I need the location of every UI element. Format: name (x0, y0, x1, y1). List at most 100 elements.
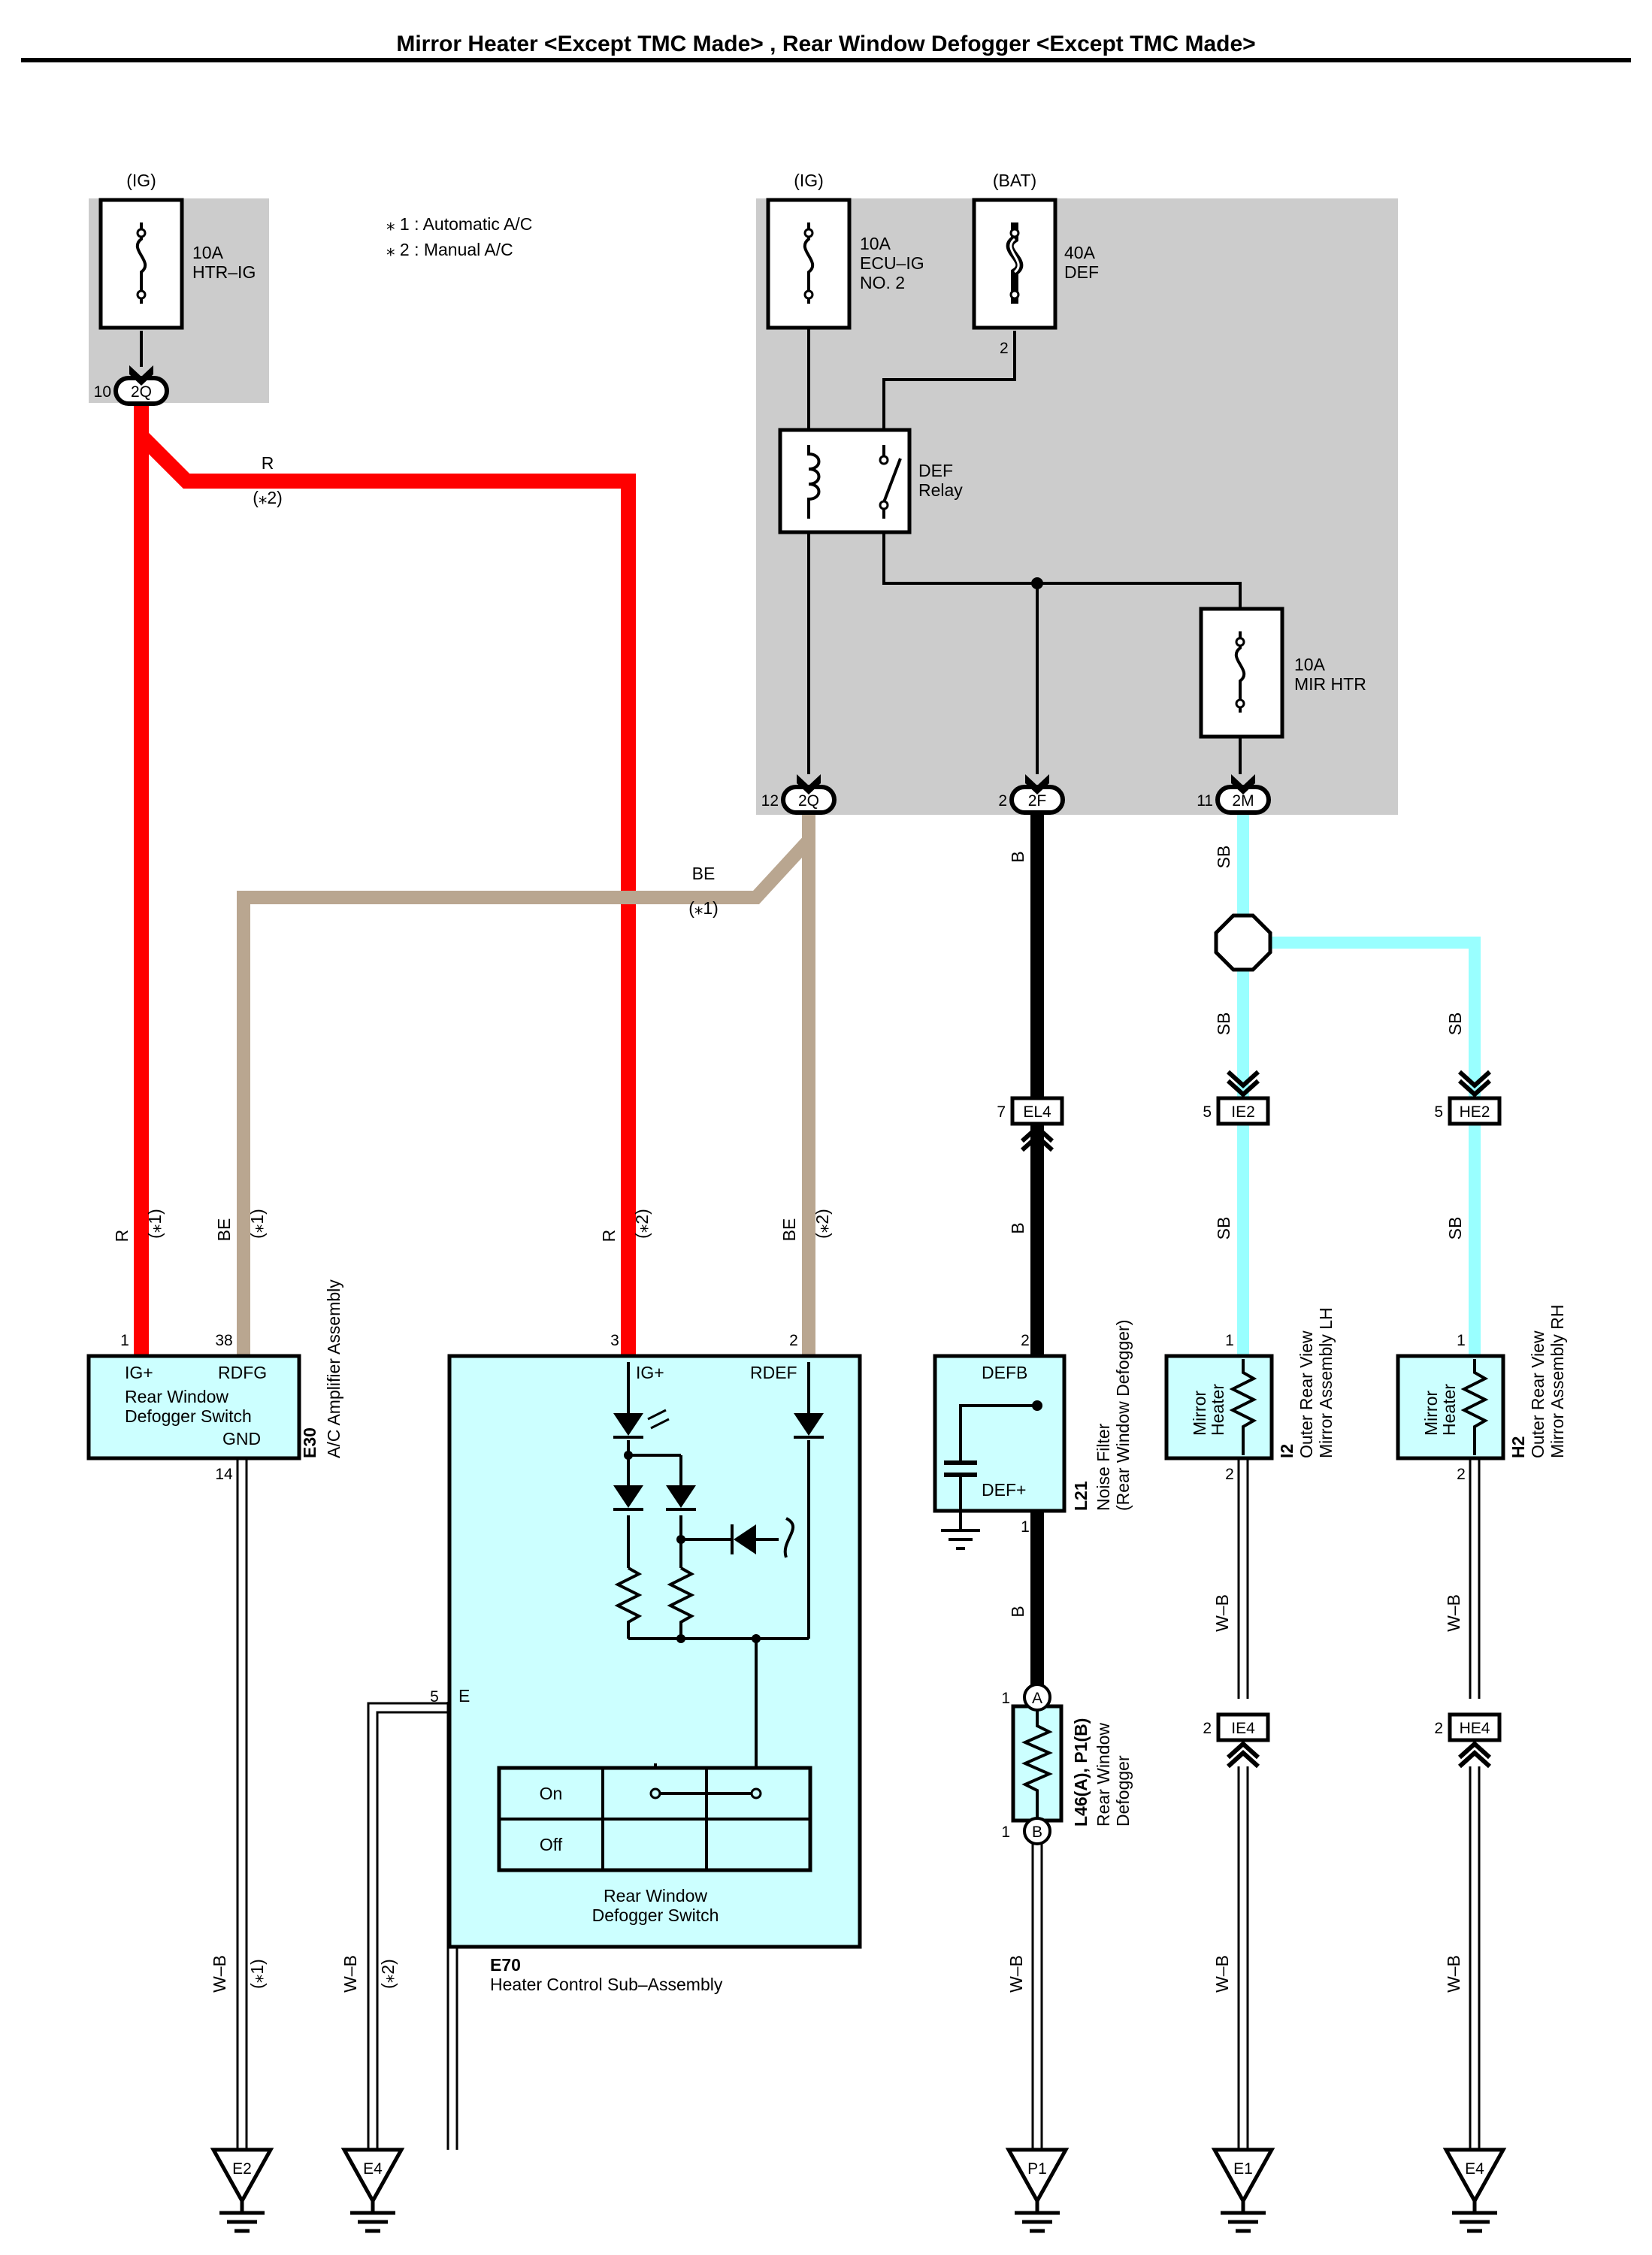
wire-label-b-1: B (1008, 851, 1027, 862)
l46-name: Rear Window (1094, 1723, 1113, 1827)
e70-diode-1 (613, 1485, 643, 1508)
fuse-ecu-ig-source: (IG) (794, 171, 824, 190)
i2-name2: Mirror Assembly LH (1316, 1307, 1336, 1458)
e70-zener (734, 1524, 756, 1554)
iconn-el4: EL4 7 (997, 1098, 1062, 1150)
l21-capacitor (941, 1404, 1037, 1550)
l21-name: Noise Filter (1094, 1423, 1113, 1511)
e30-term-rdfg: RDFG (218, 1363, 267, 1382)
e70-switch-table: On Off (497, 1766, 812, 1872)
ground-e4-right: E4 (1446, 2150, 1503, 2231)
wire-label-sb-3: SB (1214, 1217, 1233, 1240)
l21-term-defp: DEF+ (982, 1480, 1026, 1500)
fuse-def-source: (BAT) (993, 171, 1036, 190)
l46-name2: Defogger (1113, 1755, 1133, 1827)
ground-p1: P1 (1009, 2150, 1066, 2231)
wire-label-r-top-note: (⁎2) (253, 488, 283, 507)
iconn-ie4-pin: 2 (1203, 1720, 1212, 1737)
switch-on-label: On (540, 1784, 563, 1803)
iconn-ie4: IE4 2 (1203, 1715, 1268, 1766)
ground-e2-label: E2 (232, 2160, 252, 2178)
component-i2: 1 2 Mirror Heater I2 Outer Rear View Mir… (1164, 1307, 1336, 1483)
e70-ground-lead (367, 1702, 451, 2150)
e30-pin-gnd: 14 (215, 1466, 233, 1483)
iconn-he4: HE4 2 (1434, 1715, 1499, 1766)
sb-wire-rh (1243, 937, 1481, 1356)
internal-wiring (140, 304, 1242, 774)
i2-name: Outer Rear View (1296, 1330, 1316, 1458)
h2-name2: Mirror Assembly RH (1548, 1305, 1567, 1458)
jconn-11-2m: 2M 11 (1197, 774, 1269, 813)
wire-label-be-e30: BE (214, 1218, 234, 1242)
e70-node-2 (676, 1535, 685, 1544)
h2-pin-bottom: 2 (1457, 1466, 1466, 1483)
wire-label-b-2: B (1008, 1222, 1027, 1233)
e70-led (613, 1413, 643, 1436)
def-relay: DEF Relay (778, 428, 963, 534)
e70-term-rdef: RDEF (750, 1363, 797, 1382)
iconn-ie4-id: IE4 (1231, 1720, 1255, 1737)
iconn-ie2-id: IE2 (1231, 1103, 1255, 1121)
e70-switch-label1: Rear Window (604, 1886, 707, 1905)
jconn-10-2q-id: 2Q (131, 383, 152, 401)
h2-inner1: Mirror (1421, 1391, 1441, 1436)
ground-e4-left: E4 (344, 2150, 401, 2231)
ground-e4-right-label: E4 (1465, 2160, 1484, 2178)
fuse-htr-ig: (IG) 10A HTR–IG (98, 171, 256, 330)
fuse-ecu-ig-name: ECU–IG (860, 253, 924, 273)
fuse-def-name: DEF (1064, 262, 1099, 282)
ground-e1: E1 (1215, 2150, 1272, 2231)
wire-label-wb-i2-upper: W–B (1212, 1594, 1232, 1632)
e70-node-4 (752, 1634, 761, 1643)
l46-conn-b: B (1032, 1824, 1042, 1841)
jconn-10-2q-pin: 10 (94, 383, 111, 401)
e30-desc1: Rear Window (125, 1387, 228, 1406)
ground-e1-label: E1 (1233, 2160, 1253, 2178)
iconn-ie2-pin: 5 (1203, 1103, 1212, 1121)
wire-label-r-e30-note: (⁎1) (145, 1209, 165, 1239)
note-automatic-ac: ⁎ 1 : Automatic A/C (386, 214, 532, 234)
e70-pin-e: 5 (430, 1688, 439, 1706)
e70-led-rays (647, 1409, 670, 1430)
component-e30: 1 38 IG+ RDFG Rear Window Defogger Switc… (86, 1279, 343, 1483)
jconn-12-2q-pin: 12 (761, 792, 779, 810)
fuse-ecu-ig-rating: 10A (860, 234, 891, 253)
fuse-def: (BAT) 40A DEF 2 (972, 171, 1099, 357)
l21-code: L21 (1071, 1481, 1091, 1511)
wire-label-wb-e70-note: (⁎2) (378, 1959, 398, 1989)
jconn-2-2f-pin: 2 (998, 792, 1007, 810)
relay-feed-pin: 2 (1000, 340, 1009, 357)
be-wire-to-e30 (237, 835, 814, 1356)
h2-code: H2 (1508, 1436, 1528, 1458)
component-h2: 1 2 Mirror Heater H2 Outer Rear View Mir… (1396, 1305, 1567, 1483)
l46-code: L46(A), P1(B) (1071, 1718, 1091, 1827)
wire-label-wb-e30-note: (⁎1) (247, 1959, 267, 1989)
iconn-ie2: IE2 5 (1203, 1072, 1268, 1124)
h2-pin-top: 1 (1457, 1332, 1466, 1349)
wire-label-sb-5: SB (1445, 1217, 1465, 1240)
wire-label-wb-e70: W–B (340, 1955, 360, 1993)
l21-pin-top: 2 (1021, 1332, 1030, 1349)
i2-pin-top: 1 (1225, 1332, 1234, 1349)
e70-diode-rdef (794, 1413, 824, 1436)
h2-inner2: Heater (1439, 1384, 1459, 1436)
wire-label-sb-1: SB (1214, 846, 1233, 869)
i2-code: I2 (1277, 1444, 1296, 1458)
fuse-mir-htr-rating: 10A (1294, 655, 1326, 674)
wire-label-wb-l46: W–B (1006, 1955, 1026, 1993)
iconn-el4-id: EL4 (1023, 1103, 1051, 1121)
fuse-htr-ig-rating: 10A (192, 243, 224, 262)
relay-name: DEF (918, 461, 953, 480)
wire-label-r-e70-note: (⁎2) (632, 1209, 652, 1239)
wire-label-wb-h2-lower: W–B (1444, 1955, 1463, 1993)
e30-desc2: Defogger Switch (125, 1406, 252, 1426)
splice-octagon (1214, 913, 1272, 972)
e70-switch-label2: Defogger Switch (592, 1905, 719, 1925)
component-l21: 2 DEFB DEF+ 1 L21 Noise Filter (Rear Win… (933, 1320, 1133, 1550)
e70-code: E70 (490, 1955, 521, 1975)
wire-label-wb-e30: W–B (210, 1955, 229, 1993)
e70-pin-rdef: 2 (789, 1332, 798, 1349)
ground-e2: E2 (213, 2150, 271, 2231)
wire-label-wb-h2-upper: W–B (1444, 1594, 1463, 1632)
h2-name: Outer Rear View (1528, 1330, 1548, 1458)
